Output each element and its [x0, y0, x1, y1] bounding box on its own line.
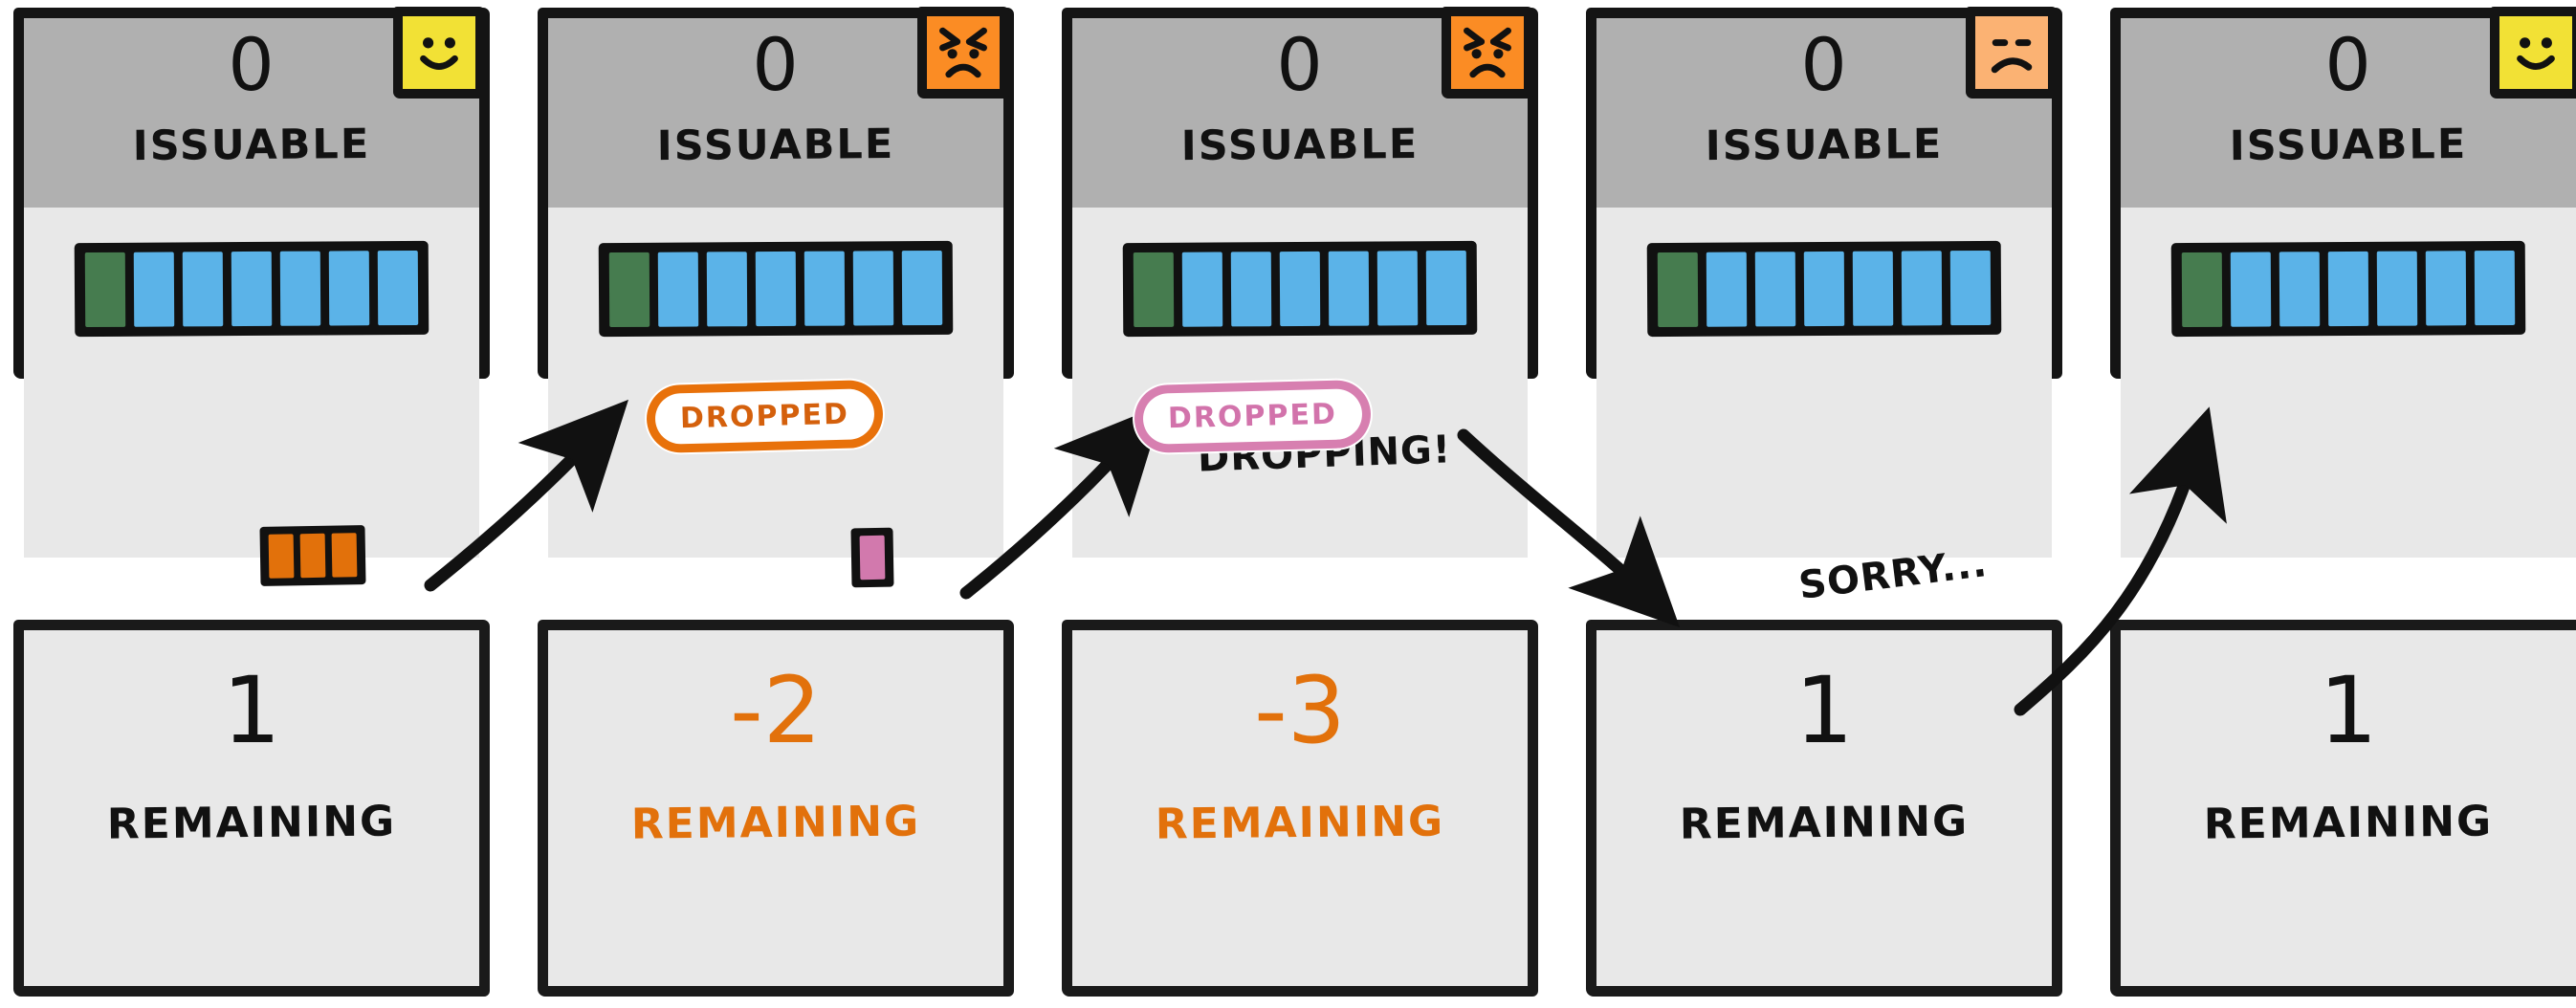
segment-dropped: [299, 533, 326, 579]
remaining-label: REMAINING: [630, 797, 921, 849]
segment-free: [901, 250, 943, 326]
segment-used: [84, 252, 126, 328]
smiley-angry-icon: [1442, 7, 1533, 99]
remaining-card[interactable]: -3 REMAINING: [1062, 620, 1538, 997]
segment-free: [1376, 251, 1419, 326]
remaining-count: -2: [730, 657, 822, 764]
segment-used: [608, 252, 650, 328]
segment-dropped: [859, 535, 886, 581]
capacity-bar: [598, 240, 954, 338]
segment-free: [182, 252, 224, 327]
segment-free: [657, 252, 699, 327]
remaining-count: 1: [222, 657, 281, 764]
remaining-label: REMAINING: [106, 797, 397, 849]
issuable-card[interactable]: 0 ISSUABLE: [13, 7, 490, 558]
remaining-label: REMAINING: [2203, 797, 2494, 849]
segment-used: [1133, 252, 1175, 328]
issuable-card[interactable]: 0 ISSUABLE: [1586, 7, 2062, 558]
issuable-card-body: [2121, 208, 2576, 558]
segment-free: [2279, 252, 2321, 327]
remaining-count: 1: [1794, 657, 1854, 764]
dropped-tokens-group: [850, 527, 894, 588]
smiley-happy-icon: [2490, 7, 2576, 99]
segment-free: [706, 252, 748, 327]
segment-free: [1901, 251, 1943, 326]
remaining-card[interactable]: -2 REMAINING: [538, 620, 1014, 997]
segment-dropped: [268, 534, 295, 579]
issuable-label: ISSUABLE: [2229, 120, 2468, 171]
capacity-bar: [2170, 240, 2526, 338]
segment-free: [2474, 250, 2516, 326]
issuable-label: ISSUABLE: [132, 120, 371, 171]
segment-free: [852, 251, 894, 326]
segment-free: [231, 251, 273, 327]
segment-free: [804, 251, 846, 326]
dropped-badge-label: DROPPED: [679, 397, 850, 436]
issuable-count: 0: [2324, 22, 2372, 107]
issuable-label: ISSUABLE: [656, 120, 895, 171]
segment-free: [1425, 250, 1467, 326]
issuable-card[interactable]: 0 ISSUABLE: [1062, 7, 1538, 558]
remaining-label: REMAINING: [1679, 797, 1970, 849]
smiley-sad-icon: [1966, 7, 2058, 99]
issuable-label: ISSUABLE: [1705, 120, 1944, 171]
issuable-card[interactable]: 0 ISSUABLE: [2110, 7, 2576, 558]
smiley-happy-icon: [393, 7, 485, 99]
remaining-count: 1: [2319, 657, 2378, 764]
issuable-count: 0: [228, 22, 275, 107]
segment-free: [2327, 251, 2369, 327]
issuable-card-body: [24, 208, 479, 558]
segment-free: [1803, 251, 1845, 327]
segment-free: [133, 252, 175, 327]
capacity-bar: [1646, 240, 2002, 338]
issuable-card-body: [1596, 208, 2052, 558]
remaining-card[interactable]: 1 REMAINING: [2110, 620, 2576, 997]
segment-free: [2230, 252, 2272, 327]
segment-used: [1657, 252, 1699, 328]
segment-free: [1706, 252, 1748, 327]
segment-free: [2425, 251, 2467, 326]
issuable-count: 0: [1800, 22, 1848, 107]
segment-free: [1279, 251, 1321, 327]
dropped-badge-label: DROPPED: [1167, 397, 1338, 436]
segment-free: [377, 250, 419, 326]
segment-used: [2181, 252, 2223, 328]
dropped-badge: DROPPED: [1142, 388, 1363, 445]
issuable-count: 0: [1276, 22, 1324, 107]
segment-free: [2376, 251, 2418, 326]
segment-dropped: [331, 533, 358, 578]
segment-free: [1328, 251, 1370, 326]
segment-free: [1949, 250, 1992, 326]
issuable-card-body: [548, 208, 1003, 558]
dropped-badge: DROPPED: [654, 388, 875, 445]
issuable-count: 0: [752, 22, 800, 107]
remaining-card[interactable]: 1 REMAINING: [1586, 620, 2062, 997]
capacity-bar: [1122, 240, 1478, 338]
segment-free: [755, 251, 797, 327]
remaining-label: REMAINING: [1155, 797, 1445, 849]
issuable-label: ISSUABLE: [1180, 120, 1420, 171]
segment-free: [1230, 252, 1272, 327]
segment-free: [1852, 251, 1894, 326]
dropped-tokens-group: [259, 525, 366, 586]
segment-free: [1181, 252, 1223, 327]
remaining-count: -3: [1254, 657, 1346, 764]
issuable-card[interactable]: 0 ISSUABLE: [538, 7, 1014, 558]
smiley-angry-icon: [917, 7, 1009, 99]
segment-free: [279, 251, 321, 326]
segment-free: [328, 251, 370, 326]
segment-free: [1754, 252, 1796, 327]
remaining-card[interactable]: 1 REMAINING: [13, 620, 490, 997]
capacity-bar: [74, 240, 429, 338]
issuable-card-body: [1072, 208, 1528, 558]
